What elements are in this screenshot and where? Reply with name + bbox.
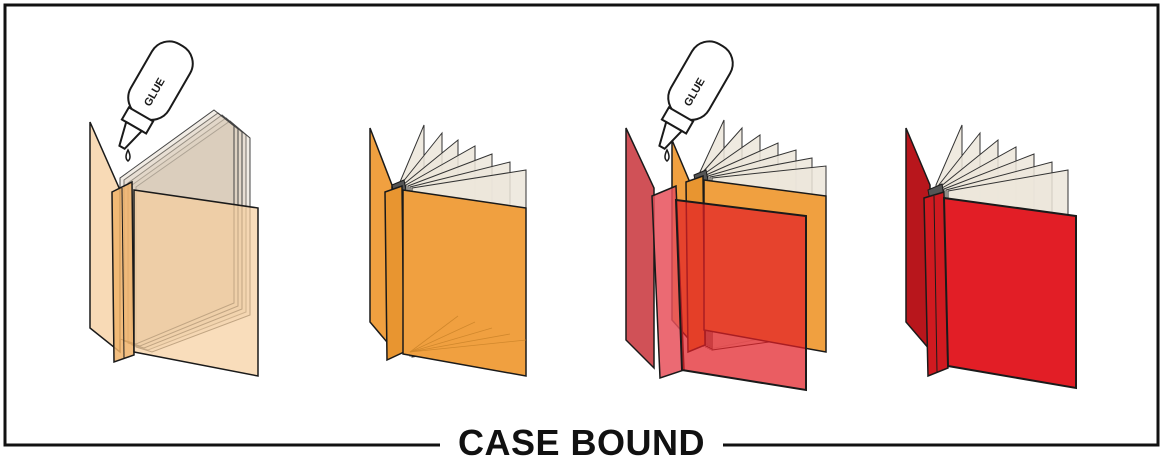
step-3-red-front-cover: [674, 198, 807, 392]
step-1-illustration: GLUE: [89, 40, 259, 377]
step-3-glue-bottle: GLUE: [658, 40, 734, 151]
step-3-glue-drop: [664, 148, 670, 162]
step-2-illustration: [369, 124, 527, 377]
step-3-illustration: GLUE: [625, 40, 827, 392]
step-3-red-back-cover: [625, 127, 655, 370]
step-1-glue-drop: [125, 148, 131, 162]
step-4-front-cover: [942, 196, 1077, 390]
step-1-front-cover: [133, 189, 259, 377]
step-2-front-cover: [402, 189, 527, 377]
step-2-spine: [384, 184, 405, 362]
step-4-illustration: [905, 124, 1077, 390]
step-1-glue-bottle: GLUE: [118, 40, 194, 151]
